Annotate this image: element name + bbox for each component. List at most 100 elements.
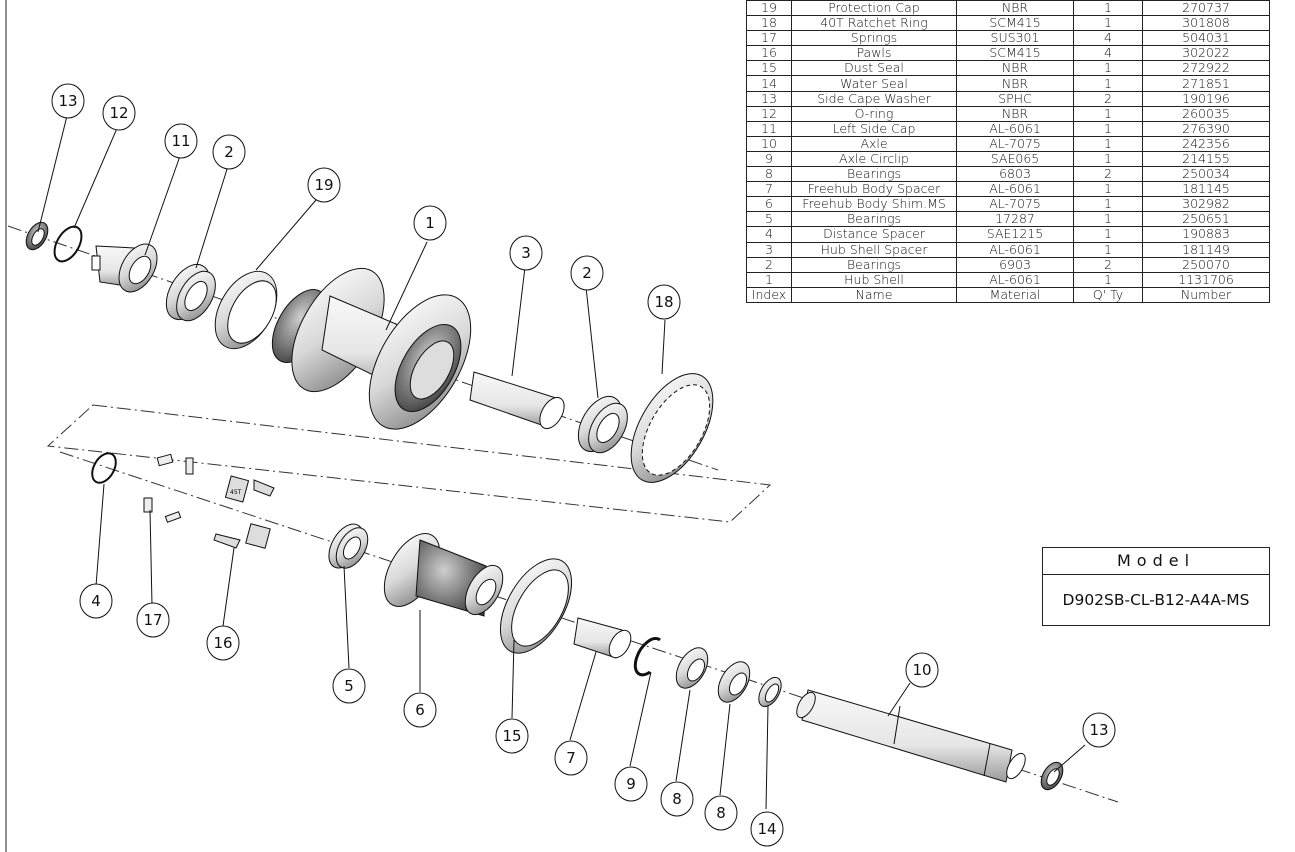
callout-circle: [570, 255, 604, 291]
callout-circle: [554, 740, 588, 776]
cell-number: 302982: [1142, 196, 1270, 213]
callout-circle: [164, 123, 198, 159]
callout-number: 9: [626, 775, 636, 793]
header-material: Material: [956, 286, 1074, 303]
pawls: [213, 475, 275, 549]
cell-material: SAE1215: [956, 226, 1074, 243]
callout-circle: [51, 83, 85, 119]
callout-number: 15: [502, 727, 521, 745]
cell-number: 270737: [1142, 0, 1270, 17]
cell-number: 276390: [1142, 120, 1270, 137]
bearing-axle-2: [717, 661, 751, 703]
water-seal: [758, 676, 782, 708]
dust-seal: [499, 558, 573, 654]
cell-qty: 1: [1073, 135, 1143, 152]
cell-number: 250651: [1142, 211, 1270, 228]
callout-number: 4: [91, 592, 101, 610]
cell-number: 214155: [1142, 150, 1270, 168]
cell-material: 6803: [956, 166, 1074, 183]
cell-name: Dust Seal: [791, 60, 957, 77]
parts-table-header: Index Name Material Q' Ty Number: [746, 286, 1270, 303]
cell-name: Axle Circlip: [791, 150, 957, 168]
callout-number: 14: [757, 820, 776, 838]
callout-number: 7: [566, 749, 576, 767]
callout-bubble: 6: [403, 692, 437, 728]
callout-bubble: 16: [206, 625, 240, 661]
cell-material: SUS301: [956, 30, 1074, 47]
cell-index: 17: [746, 30, 792, 47]
callout-number: 5: [344, 677, 354, 695]
cell-material: AL-7075: [956, 196, 1074, 213]
cell-number: 271851: [1142, 75, 1270, 92]
cell-number: 301808: [1142, 15, 1270, 32]
cell-qty: 1: [1073, 15, 1143, 32]
cell-qty: 1: [1073, 0, 1143, 17]
cell-number: 302022: [1142, 45, 1270, 62]
cell-name: Pawls: [791, 45, 957, 62]
callout-number: 2: [224, 143, 234, 161]
callout-circle: [660, 781, 694, 817]
cell-material: AL-6061: [956, 271, 1074, 288]
cell-material: NBR: [956, 75, 1074, 92]
hub-shell-spacer: [469, 371, 565, 430]
cell-index: 2: [746, 256, 792, 273]
callout-bubble: 12: [102, 95, 136, 131]
cell-qty: 1: [1073, 60, 1143, 77]
callout-number: 8: [672, 790, 682, 808]
cell-qty: 2: [1073, 166, 1143, 183]
cell-number: 1131706: [1142, 271, 1270, 288]
left-side-cap: [91, 243, 158, 293]
model-value: D902SB-CL-B12-A4A-MS: [1062, 591, 1250, 609]
cell-index: 11: [746, 120, 792, 137]
callout-number: 18: [654, 293, 673, 311]
callout-number: 11: [171, 132, 190, 150]
cell-index: 9: [746, 150, 792, 168]
cell-name: Springs: [791, 30, 957, 47]
callout-circle: [704, 795, 738, 831]
cell-name: Freehub Body Shim.MS: [791, 196, 957, 213]
callout-bubble: 17: [136, 602, 170, 638]
protection-cap: [214, 270, 278, 350]
axle: [796, 689, 1026, 783]
callout-bubble: 3: [509, 235, 543, 271]
cell-material: AL-6061: [956, 241, 1074, 258]
cell-name: Hub Shell Spacer: [791, 241, 957, 258]
callout-bubble: 1: [413, 205, 447, 241]
axle-circlip: [633, 637, 661, 677]
cell-name: Bearings: [791, 256, 957, 273]
cell-material: AL-7075: [956, 135, 1074, 152]
callout-number: 10: [912, 661, 931, 679]
cell-index: 13: [746, 90, 792, 107]
hub-shell: [271, 267, 472, 430]
cell-index: 8: [746, 166, 792, 183]
callout-number: 13: [58, 92, 77, 110]
cell-name: Freehub Body Spacer: [791, 181, 957, 198]
callout-bubble: 9: [614, 766, 648, 802]
bearing-left: [165, 264, 216, 322]
cell-qty: 2: [1073, 256, 1143, 273]
cell-material: SCM415: [956, 15, 1074, 32]
callout-number: 1: [425, 214, 435, 232]
cell-material: AL-6061: [956, 181, 1074, 198]
cell-qty: 2: [1073, 90, 1143, 107]
callout-circle: [614, 766, 648, 802]
callout-bubble: 2: [570, 255, 604, 291]
cell-qty: 4: [1073, 30, 1143, 47]
callout-number: 8: [716, 804, 726, 822]
cell-qty: 1: [1073, 150, 1143, 168]
cell-name: Left Side Cap: [791, 120, 957, 137]
callout-number: 19: [314, 176, 333, 194]
callout-bubble: 5: [332, 668, 366, 704]
